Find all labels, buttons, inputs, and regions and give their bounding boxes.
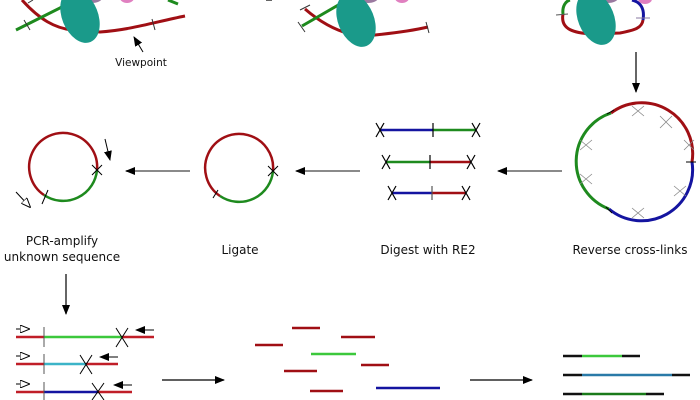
green-arc (43, 169, 99, 203)
blue-dna-loop (631, 0, 645, 21)
crosslink-marks (579, 105, 695, 219)
teal-protein (60, 0, 100, 43)
pcr-label-line2: unknown sequence (4, 250, 120, 264)
digest-label: Digest with RE2 (380, 243, 475, 257)
blue-arc (608, 161, 695, 223)
red-arc (203, 132, 275, 198)
pink-protein (120, 0, 134, 3)
pcr-label-line1: PCR-amplify (26, 234, 98, 248)
green-arc (219, 170, 275, 204)
panel-sequenced-products (563, 354, 690, 396)
cut-site-mark (605, 206, 613, 214)
panel-ligate (203, 132, 279, 204)
ligation-junction-mark (91, 382, 105, 400)
panel-pcr-products (16, 327, 154, 400)
green-arc (574, 111, 612, 211)
cut-site-mark (297, 21, 306, 33)
ligation-junction-mark (79, 354, 93, 375)
cut-site-mark (425, 21, 430, 34)
primer-arrow-open (15, 191, 30, 207)
red-arc (27, 131, 99, 197)
ligation-junction-mark (267, 165, 279, 177)
ligation-junction-mark (115, 327, 129, 348)
panel-digest-re2 (375, 122, 481, 201)
green-dna-loop (561, 0, 571, 15)
viewpoint-label: Viewpoint (115, 57, 167, 69)
cut-site-mark (555, 13, 569, 16)
panel-fragments (255, 326, 440, 393)
viewpoint-pointer-arrow (133, 36, 144, 53)
teal-protein (576, 0, 616, 45)
panel-reverse-crosslinks (574, 101, 696, 223)
red-arc (610, 101, 695, 163)
panel-ligated-complex (555, 0, 652, 45)
pink-protein (395, 0, 409, 3)
cut-site-mark (151, 18, 156, 31)
primer-arrow-filled (104, 138, 112, 161)
cut-site-mark (212, 189, 219, 199)
green-dna-strand-2 (167, 0, 179, 6)
ligate-label: Ligate (221, 243, 258, 257)
cut-site-mark (606, 109, 615, 115)
cut-site-mark (41, 189, 49, 205)
panel-pcr-amplify (15, 131, 112, 207)
cut-site-mark (27, 0, 34, 4)
cut-site-mark (299, 4, 311, 11)
panel-crosslinked-complex (15, 0, 186, 53)
panel-digested-complex (297, 0, 430, 47)
reverse-crosslinks-label: Reverse cross-links (573, 243, 688, 257)
pink-protein (638, 0, 652, 4)
teal-protein (336, 0, 376, 47)
cut-site-mark (23, 19, 31, 31)
re2-cut-marks (375, 122, 481, 201)
ligation-junction-mark (91, 164, 103, 176)
